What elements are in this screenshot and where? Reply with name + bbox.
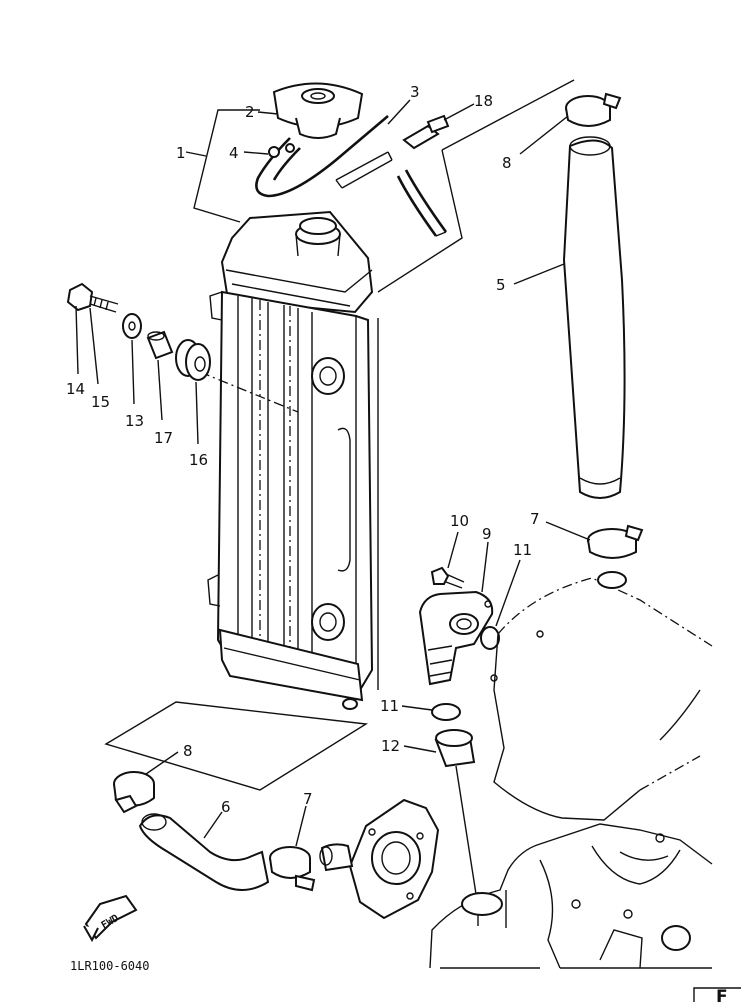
lower-hose [138,813,270,891]
callout-18: 18 [474,92,493,110]
callout-14: 14 [66,380,85,398]
callout-1: 1 [176,144,186,162]
callout-7-lower: 7 [303,790,313,808]
washer [122,313,142,339]
callout-5: 5 [496,276,506,294]
callout-10: 10 [450,512,469,530]
hose-clamp-mid [587,524,644,559]
hose-clamp-lower-right [269,846,316,892]
engine-case [429,571,713,969]
callout-15: 15 [91,393,110,411]
pipe-bolt [430,566,465,589]
o-ring-lower [431,703,461,721]
callout-2: 2 [245,103,255,121]
corner-tab-label: F [716,987,728,1002]
callout-8-upper: 8 [502,154,512,172]
bolt [66,282,119,313]
callout-7-upper: 7 [530,510,540,528]
callout-3: 3 [410,83,420,101]
hose-clamp-upper [565,92,622,127]
radiator-cap [272,82,364,139]
leader-lines [75,79,591,895]
fwd-arrow-badge: FWD [83,894,138,943]
radiator [199,210,379,710]
o-ring-upper [480,626,500,650]
hose-clamp-lower-left [113,771,155,814]
callout-17: 17 [154,429,173,447]
callout-8-lower: 8 [183,742,193,760]
callout-6: 6 [221,798,231,816]
pipe-collar [434,729,476,768]
callout-11-lower: 11 [380,697,399,715]
callout-9: 9 [482,525,492,543]
callout-16: 16 [189,451,208,469]
overflow-hose [255,115,448,237]
drawing-code: 1LR100-6040 [70,959,149,973]
callout-11-upper: 11 [513,541,532,559]
hose-clip [268,143,295,158]
collar [146,330,174,360]
water-pipe [418,590,494,686]
callout-13: 13 [125,412,144,430]
callout-labels: 1 2 3 4 5 6 7 7 8 8 9 10 11 11 12 13 14 … [66,83,540,816]
water-pump-cover [319,798,440,920]
corner-tab: F [693,987,741,1002]
upper-hose [562,136,626,499]
callout-4: 4 [229,144,239,162]
band [402,114,450,150]
grommet [175,339,211,381]
callout-12: 12 [381,737,400,755]
